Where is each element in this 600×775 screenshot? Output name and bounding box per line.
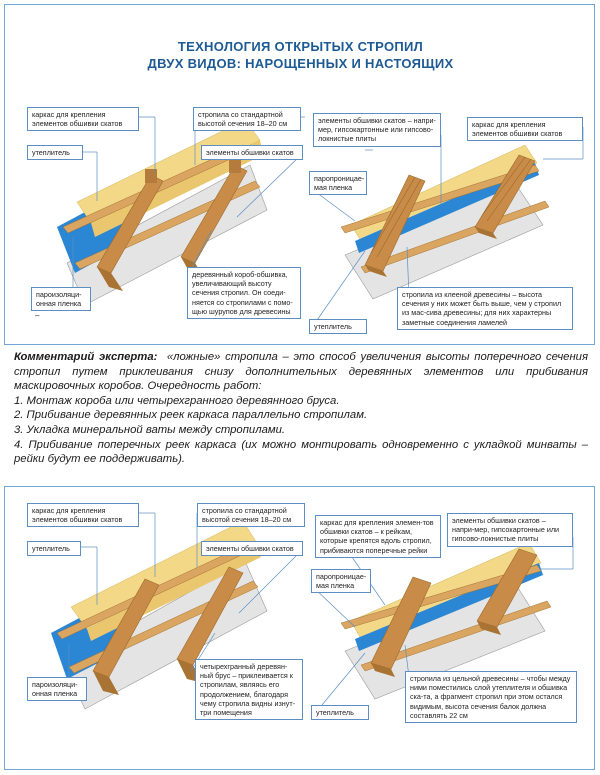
label-membrane: паропроницае-мая пленка [309,171,367,195]
label-rafter-standard: стропила со стандартной высотой сечения … [193,107,301,131]
label-frame: каркас для крепления элементов обшивки с… [27,107,139,131]
label-insulation-bottom-right: утеплитель [311,705,369,720]
label-vapor-barrier: пароизоляци-онная пленка [31,287,91,311]
label-wooden-box: деревянный короб-обшивка, увеличивающий … [187,267,301,319]
top-right-roof-diagram [341,145,549,299]
bottom-panel: каркас для крепления элементов обшивки с… [4,486,595,770]
label-solid-rafter: стропила из цельной древесины – чтобы ме… [405,671,577,723]
label-sheathing-plates-bottom: элементы обшивки скатов – напри-мер, гип… [447,513,573,547]
label-insulation: утеплитель [27,145,83,160]
expert-comment: Комментарий эксперта: «ложные» стропила … [14,350,588,467]
label-insulation-right: утеплитель [309,319,367,334]
label-frame-bottom: каркас для крепления элементов обшивки с… [27,503,139,527]
comment-step-3: 3. Укладка минеральной ваты между стропи… [14,423,588,438]
label-sheathing-bottom: элементы обшивки скатов [201,541,303,556]
label-vapor-barrier-bottom: пароизоляци-онная пленка [27,677,87,701]
label-rafter-standard-bottom: стропила со стандартной высотой сечения … [197,503,305,527]
comment-heading: Комментарий эксперта: [14,351,157,363]
label-dash: – [35,311,39,320]
comment-step-2: 2. Прибивание деревянных реек каркаса па… [14,408,588,423]
label-membrane-bottom: паропроницае-мая пленка [311,569,371,593]
label-frame-cross-battens: каркас для крепления элемен-тов обшивки … [315,515,441,558]
label-frame-right: каркас для крепления элементов обшивки с… [467,117,583,141]
label-sheathing: элементы обшивки скатов [201,145,303,160]
comment-intro: Комментарий эксперта: «ложные» стропила … [14,350,588,394]
label-glulam-rafter: стропила из клееной древесины – высота с… [397,287,573,330]
comment-step-1: 1. Монтаж короба или четырехгранного дер… [14,394,588,409]
label-insulation-bottom: утеплитель [27,541,81,556]
label-square-beam: четырехгранный деревян-ный брус – прикле… [195,659,303,720]
top-panel: ТЕХНОЛОГИЯ ОТКРЫТЫХ СТРОПИЛ ДВУХ ВИДОВ: … [4,4,595,345]
label-sheathing-plates: элементы обшивки скатов – напри-мер, гип… [313,113,441,147]
comment-step-4: 4. Прибивание поперечных реек каркаса (и… [14,438,588,467]
